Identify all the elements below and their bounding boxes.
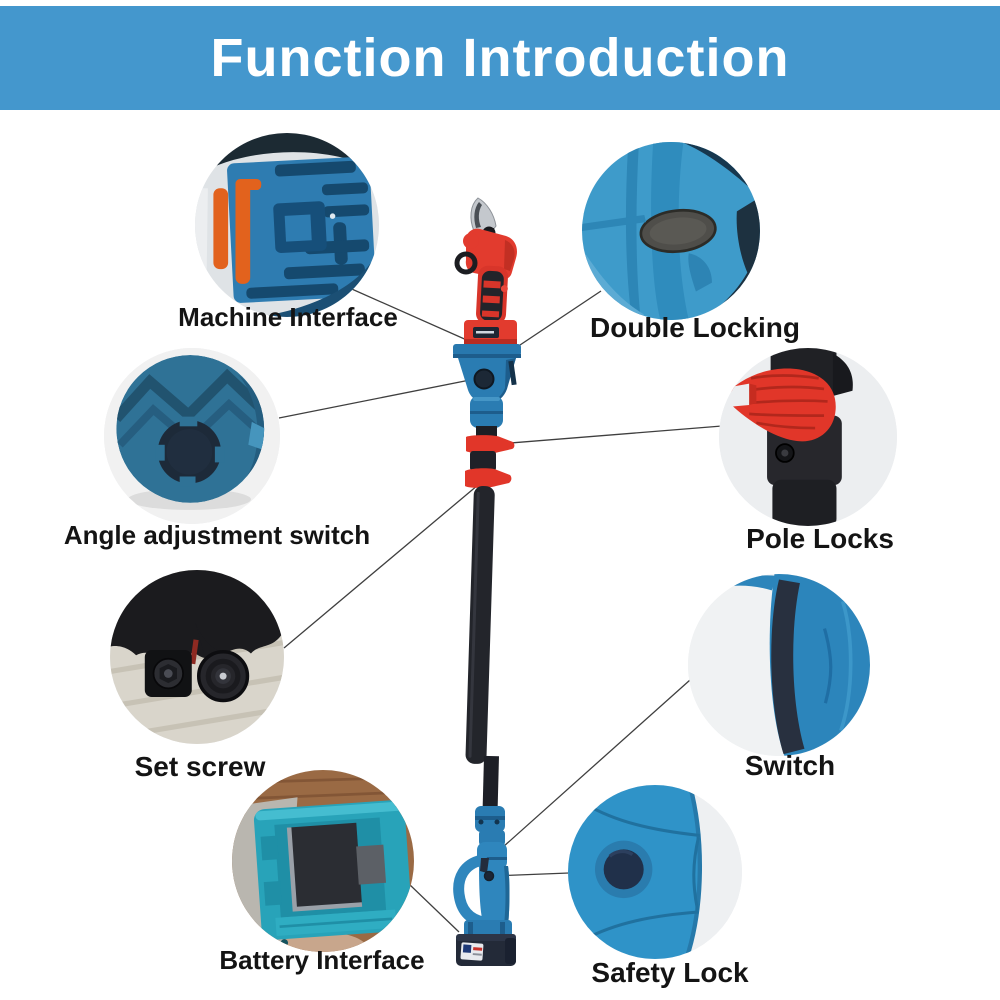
line-set-screw	[283, 484, 479, 649]
pole-locks-label: Pole Locks	[746, 523, 894, 554]
line-battery-interface	[408, 883, 460, 933]
pole	[465, 485, 495, 764]
battery-interface-photo	[232, 770, 414, 952]
double-locking-label: Double Locking	[590, 312, 800, 343]
set-screw-photo	[110, 570, 284, 744]
set-screw-label: Set screw	[134, 751, 266, 782]
switch-photo	[688, 574, 870, 756]
double-locking-photo	[582, 142, 760, 320]
handle-body	[479, 866, 510, 926]
safety-lock-button	[483, 870, 495, 882]
line-angle-adjustment	[278, 377, 481, 419]
pole-locks-photo	[719, 348, 897, 526]
safety-lock-photo	[568, 785, 742, 959]
line-switch	[483, 679, 691, 865]
battery-label	[460, 942, 484, 961]
line-machine-interface	[344, 285, 479, 346]
switch-label: Switch	[744, 750, 836, 781]
pruner-grip	[476, 265, 508, 325]
pole-lock-clamp-1	[466, 435, 515, 454]
lanyard-ring	[454, 251, 478, 275]
line-double-locking	[516, 290, 602, 348]
pole-lock-clamp-2	[465, 468, 512, 488]
pole-pruner-product	[453, 197, 521, 966]
angle-adjustment-label: Angle adjustment switch	[63, 520, 371, 550]
machine-interface-label: Machine Interface	[178, 302, 398, 332]
loop-handle	[453, 854, 489, 928]
page-title: Function Introduction	[210, 28, 790, 88]
header-banner: Function Introduction	[0, 6, 1000, 110]
angle-adjustment-photo	[104, 348, 280, 524]
line-pole-locks	[497, 425, 723, 445]
angle-knob	[473, 368, 495, 390]
trigger	[480, 858, 489, 873]
battery-interface-label: Battery Interface	[219, 945, 425, 975]
mount-lip	[453, 344, 521, 356]
safety-lock-label: Safety Lock	[591, 957, 749, 988]
machine-interface-photo	[195, 133, 379, 317]
